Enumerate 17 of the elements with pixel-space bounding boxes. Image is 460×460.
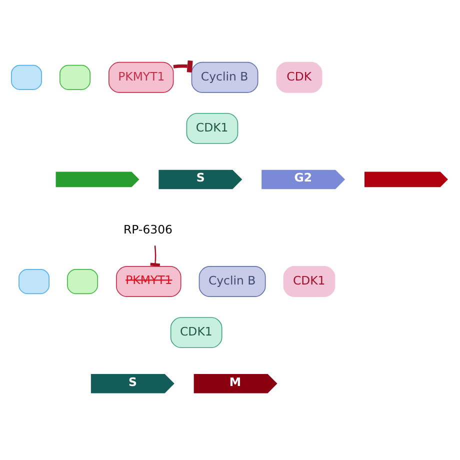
node-box [67,268,98,294]
node-chevron [364,170,450,188]
connector [173,60,193,72]
node-box: Cyclin B [191,61,258,92]
node-box: PKMYT1 [108,61,174,92]
node-box: PKMYT1 [116,266,182,296]
node-box [60,64,90,90]
node-box: CDK1 [186,112,238,144]
connector [150,245,160,266]
node-box: CDK1 [170,316,222,348]
node-box: Cyclin B [198,266,266,296]
node-box: CDK [276,61,322,92]
node-box: CDK1 [283,266,336,296]
node-text: RP-6306 [124,222,172,236]
node-box [11,64,42,90]
node-box [18,268,50,294]
node-chevron [54,170,140,188]
